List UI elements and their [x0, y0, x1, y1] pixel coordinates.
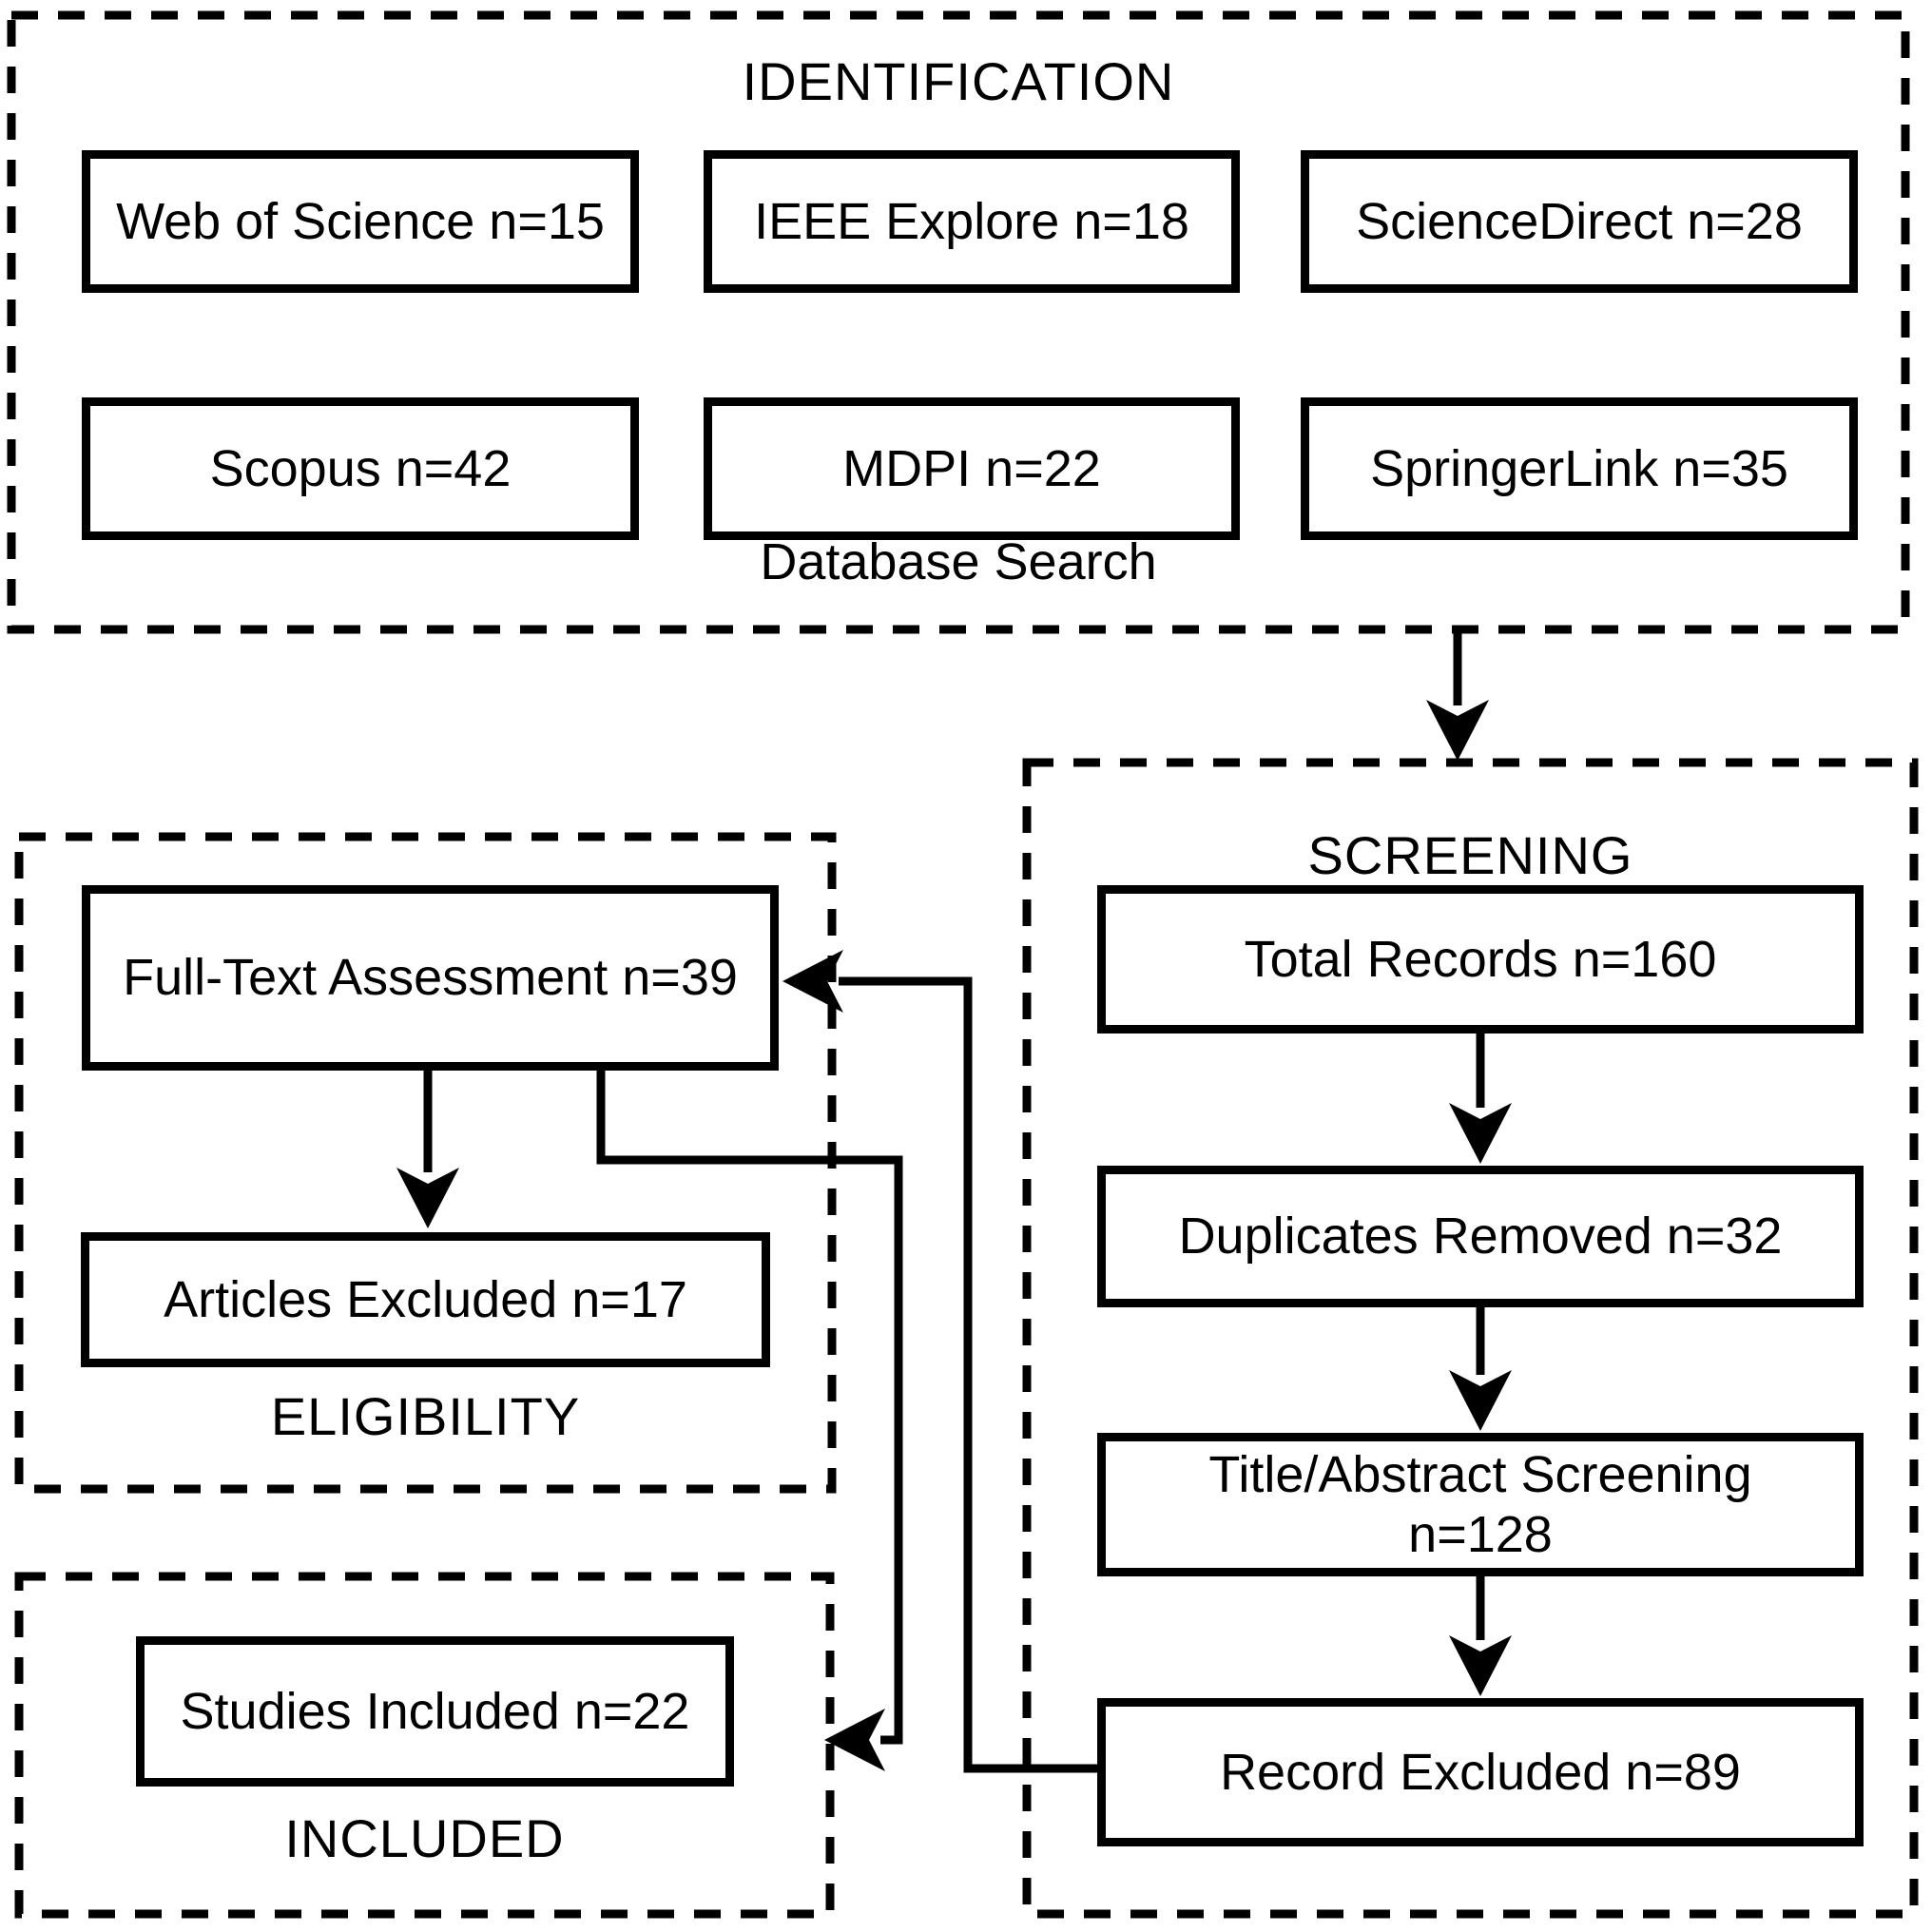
arrow-identification-to-screening: [1426, 631, 1489, 761]
arrowhead-left-icon: [824, 1709, 885, 1771]
box-label: SpringerLink n=35: [1370, 439, 1788, 497]
box-label: Title/Abstract Screening n=128: [1208, 1446, 1752, 1563]
arrowhead-down-icon: [1449, 1103, 1512, 1164]
box-total-records: Total Records n=160: [1097, 885, 1864, 1034]
box-label: Web of Science n=15: [116, 192, 605, 250]
arrow-titleabstract-to-recordexcluded: [1449, 1576, 1512, 1696]
eligibility-title: ELIGIBILITY: [270, 1386, 581, 1446]
box-label: Duplicates Removed n=32: [1178, 1208, 1783, 1265]
box-mdpi: MDPI n=22: [704, 397, 1240, 540]
box-articles-excluded: Articles Excluded n=17: [81, 1232, 770, 1367]
screening-container-border: [1022, 758, 1919, 1919]
connector-path: [596, 1071, 903, 1745]
included-title: INCLUDED: [284, 1808, 565, 1868]
box-label: Scopus n=42: [209, 439, 512, 497]
box-label: ScienceDirect n=28: [1356, 192, 1803, 250]
box-label: Total Records n=160: [1244, 930, 1717, 988]
screening-title: SCREENING: [1307, 825, 1633, 885]
box-ieee-explore: IEEE Explore n=18: [704, 150, 1240, 293]
arrowhead-left-icon: [782, 950, 843, 1013]
included-container-border: [14, 1572, 835, 1919]
connector-screening-to-fulltext: [782, 950, 1098, 1773]
box-label: MDPI n=22: [842, 439, 1101, 497]
box-label: Full-Text Assessment n=39: [123, 949, 738, 1007]
arrow-duplicates-to-titleabstract: [1449, 1307, 1512, 1431]
box-full-text-assessment: Full-Text Assessment n=39: [82, 885, 779, 1071]
arrowhead-down-icon: [1449, 1370, 1512, 1431]
connector-path: [839, 976, 1098, 1773]
box-label: Studies Included n=22: [180, 1682, 690, 1740]
connector-fulltext-to-included: [596, 1071, 903, 1771]
box-title-abstract-screening: Title/Abstract Screening n=128: [1097, 1433, 1864, 1576]
arrowhead-down-icon: [396, 1168, 459, 1228]
box-web-of-science: Web of Science n=15: [82, 150, 639, 293]
box-duplicates-removed: Duplicates Removed n=32: [1097, 1166, 1864, 1307]
box-label: Articles Excluded n=17: [164, 1270, 687, 1328]
identification-container-border: [7, 10, 1910, 634]
box-studies-included: Studies Included n=22: [136, 1636, 734, 1787]
box-label: Record Excluded n=89: [1220, 1743, 1741, 1801]
box-scopus: Scopus n=42: [82, 397, 639, 540]
box-springerlink: SpringerLink n=35: [1301, 397, 1858, 540]
arrow-total-to-duplicates: [1449, 1034, 1512, 1164]
arrow-fulltext-to-articlesexcluded: [396, 1071, 459, 1228]
database-search-caption: Database Search: [760, 533, 1157, 590]
arrowhead-down-icon: [1449, 1635, 1512, 1696]
arrowhead-down-icon: [1426, 700, 1489, 761]
box-sciencedirect: ScienceDirect n=28: [1301, 150, 1858, 293]
identification-title: IDENTIFICATION: [742, 51, 1175, 111]
box-record-excluded: Record Excluded n=89: [1097, 1698, 1864, 1846]
box-label: IEEE Explore n=18: [754, 192, 1189, 250]
